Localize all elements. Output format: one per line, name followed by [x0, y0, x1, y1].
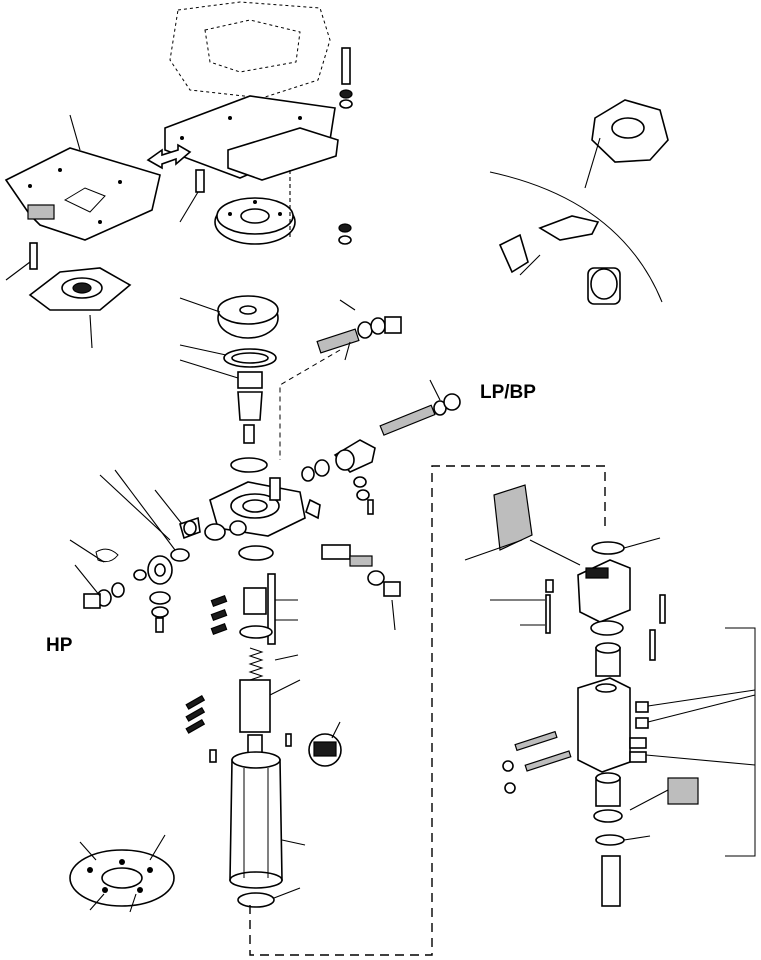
cap-screw — [341, 47, 351, 85]
center-spool-assembly — [185, 545, 301, 763]
pump-flange-ring — [179, 169, 352, 245]
left-flange-assembly — [5, 242, 132, 349]
inset-detail — [308, 721, 342, 767]
hp-fittings-assembly — [69, 469, 183, 633]
body-side-fittings — [321, 544, 401, 631]
main-cylinder — [229, 751, 306, 908]
lower-cover-plate — [227, 127, 339, 181]
bottom-inset-view — [69, 834, 175, 913]
hp-label: HP — [46, 635, 73, 656]
detail-callout — [489, 99, 669, 305]
upper-housing-assembly — [164, 1, 353, 181]
dashed-reference-outline — [249, 465, 606, 956]
pump-body — [170, 477, 321, 562]
right-valve-block-assembly — [464, 484, 756, 907]
interchange-arrow — [146, 143, 192, 170]
lp-bp-valve-assembly — [301, 379, 461, 515]
relief-valve-assembly — [279, 299, 402, 460]
lp-bp-label: LP/BP — [480, 382, 536, 403]
separate-cover-plate — [4, 114, 161, 241]
upper-piston-assembly — [179, 295, 279, 473]
